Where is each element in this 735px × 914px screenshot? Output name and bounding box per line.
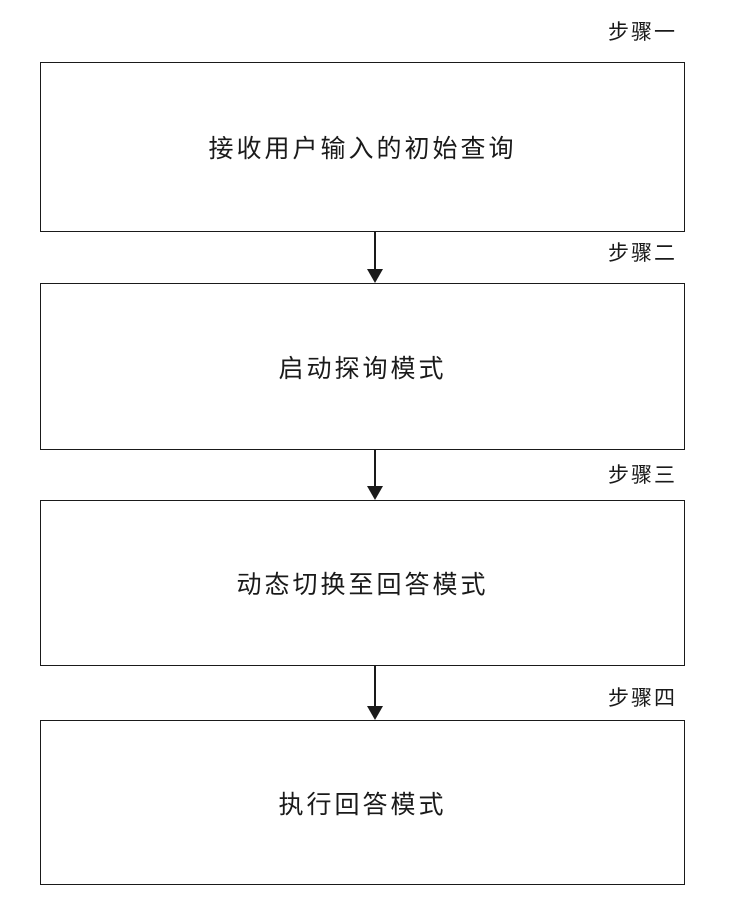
down-arrow-2 <box>367 450 383 500</box>
step-label-2: 步骤二 <box>608 241 677 265</box>
flow-box-3: 动态切换至回答模式 <box>40 500 685 666</box>
flow-box-4-text: 执行回答模式 <box>278 791 447 819</box>
flow-box-1-text: 接收用户输入的初始查询 <box>208 136 517 163</box>
step-label-3: 步骤三 <box>608 463 677 487</box>
step-label-1: 步骤一 <box>608 20 677 44</box>
arrow-line <box>374 450 376 489</box>
down-arrow-3 <box>367 666 383 720</box>
flow-box-1: 接收用户输入的初始查询 <box>40 62 685 232</box>
arrow-line <box>374 666 376 709</box>
flow-box-3-text: 动态切换至回答模式 <box>236 572 489 599</box>
flow-box-2-text: 启动探询模式 <box>278 355 447 383</box>
flow-box-4: 执行回答模式 <box>40 720 685 885</box>
flow-box-2: 启动探询模式 <box>40 283 685 450</box>
arrow-head-icon <box>367 486 383 500</box>
arrow-head-icon <box>367 269 383 283</box>
arrow-head-icon <box>367 706 383 720</box>
arrow-line <box>374 232 376 272</box>
down-arrow-1 <box>367 232 383 283</box>
step-label-4: 步骤四 <box>608 686 677 710</box>
